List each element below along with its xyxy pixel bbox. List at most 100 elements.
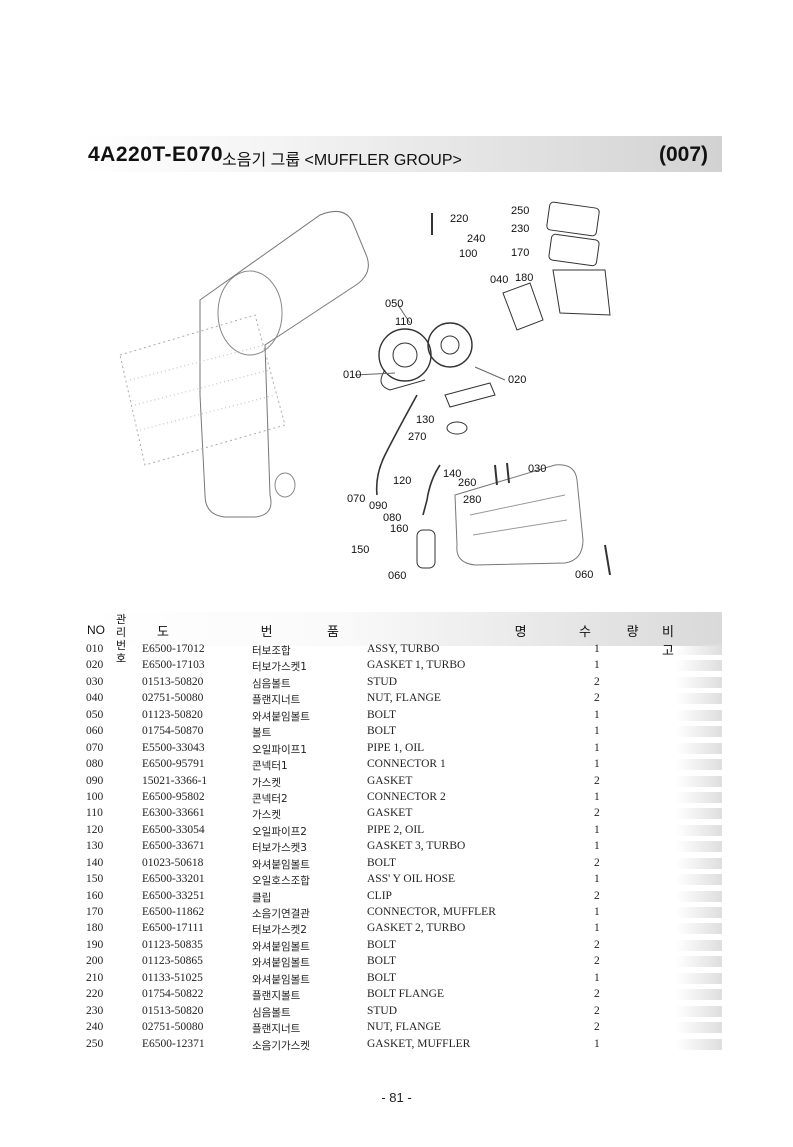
part-name-english: CLIP bbox=[367, 889, 392, 902]
diagram-label: 240 bbox=[467, 233, 485, 245]
row-number: 250 bbox=[86, 1037, 104, 1050]
part-name-english: BOLT bbox=[367, 971, 396, 984]
row-shading bbox=[676, 775, 722, 787]
diagram-label: 250 bbox=[511, 205, 529, 217]
column-header-quantity: 수 량 bbox=[579, 624, 655, 639]
part-name-english: NUT, FLANGE bbox=[367, 692, 441, 705]
diagram-label: 170 bbox=[511, 247, 529, 259]
part-name-korean: 오일파이프2 bbox=[252, 825, 307, 838]
part-name-english: BOLT bbox=[367, 708, 396, 721]
parts-table-header: NO 관리 번호 도 번 품 명 수 량 비 고 bbox=[82, 612, 722, 665]
part-number: E6500-95802 bbox=[142, 790, 205, 803]
quantity: 1 bbox=[594, 873, 600, 886]
quantity: 2 bbox=[594, 774, 600, 787]
quantity: 1 bbox=[594, 758, 600, 771]
part-number: 01023-50618 bbox=[142, 856, 204, 869]
part-name-korean: 클립 bbox=[252, 891, 272, 904]
part-name-english: CONNECTOR 1 bbox=[367, 758, 446, 771]
part-number: 02751-50080 bbox=[142, 692, 204, 705]
part-number: E6500-17103 bbox=[142, 659, 205, 672]
quantity: 1 bbox=[594, 1037, 600, 1050]
part-name-english: PIPE 1, OIL bbox=[367, 741, 425, 754]
diagram-label: 260 bbox=[458, 477, 476, 489]
part-name-english: GASKET, MUFFLER bbox=[367, 1037, 471, 1050]
diagram-label: 180 bbox=[515, 272, 533, 284]
part-number: E5500-33043 bbox=[142, 741, 205, 754]
part-name-korean: 터보조합 bbox=[252, 645, 291, 657]
row-number: 100 bbox=[86, 790, 104, 803]
diagram-label: 160 bbox=[390, 523, 408, 535]
diagram-label: 140 bbox=[443, 468, 461, 480]
quantity: 1 bbox=[594, 922, 600, 935]
quantity: 1 bbox=[594, 725, 600, 738]
part-name-korean: 플랜지너트 bbox=[252, 1023, 301, 1036]
part-number: 01513-50820 bbox=[142, 1004, 204, 1017]
row-number: 150 bbox=[86, 873, 104, 886]
section-header: 4A220T-E070 소음기 그룹 <MUFFLER GROUP> (007) bbox=[82, 136, 722, 172]
quantity: 2 bbox=[594, 938, 600, 951]
diagram-label: 070 bbox=[347, 493, 365, 505]
diagram-label: 010 bbox=[343, 369, 361, 381]
diagram-label: 060 bbox=[575, 569, 593, 581]
row-shading bbox=[676, 972, 722, 984]
diagram-label: 280 bbox=[463, 494, 481, 506]
diagram-label: 120 bbox=[393, 475, 411, 487]
diagram-label: 110 bbox=[395, 316, 413, 328]
part-name-english: GASKET bbox=[367, 774, 413, 787]
row-shading bbox=[676, 1005, 722, 1017]
quantity: 2 bbox=[594, 889, 600, 902]
row-number: 080 bbox=[86, 758, 104, 771]
column-header-part-name: 품 명 bbox=[327, 624, 613, 639]
diagram-label: 080 bbox=[383, 512, 401, 524]
part-name-english: ASSY, TURBO bbox=[367, 643, 440, 655]
row-number: 200 bbox=[86, 955, 104, 968]
diagram-label: 100 bbox=[459, 248, 477, 260]
quantity: 1 bbox=[594, 708, 600, 721]
row-number: 070 bbox=[86, 741, 104, 754]
quantity: 1 bbox=[594, 971, 600, 984]
quantity: 2 bbox=[594, 955, 600, 968]
diagram-label: 050 bbox=[385, 298, 403, 310]
diagram-label: 150 bbox=[351, 544, 369, 556]
part-name-english: BOLT bbox=[367, 725, 396, 738]
group-code: 4A220T-E070 bbox=[88, 143, 224, 166]
part-name-korean: 소음기가스켓 bbox=[252, 1039, 310, 1052]
row-shading bbox=[676, 660, 722, 672]
row-shading bbox=[676, 874, 722, 886]
part-number: 01133-51025 bbox=[142, 971, 203, 984]
part-name-korean: 볼트 bbox=[252, 727, 272, 740]
row-shading bbox=[676, 726, 722, 738]
part-number: 01754-50822 bbox=[142, 988, 204, 1001]
quantity: 1 bbox=[594, 643, 600, 655]
diagram-label: 220 bbox=[450, 213, 468, 225]
group-page-code: (007) bbox=[658, 143, 708, 166]
quantity: 1 bbox=[594, 906, 600, 918]
row-shading bbox=[676, 742, 722, 754]
part-name-korean: 가스켓 bbox=[252, 776, 281, 789]
quantity: 1 bbox=[594, 790, 600, 803]
part-name-korean: 가스켓 bbox=[252, 809, 281, 822]
part-name-english: GASKET 1, TURBO bbox=[367, 659, 466, 672]
part-number: E6300-33661 bbox=[142, 807, 205, 820]
diagram-label: 040 bbox=[490, 274, 508, 286]
part-name-english: STUD bbox=[367, 1004, 398, 1017]
row-number: 040 bbox=[86, 692, 104, 705]
diagram-label: 230 bbox=[511, 223, 529, 235]
row-shading bbox=[676, 759, 722, 771]
row-number: 230 bbox=[86, 1004, 104, 1017]
row-number: 120 bbox=[86, 823, 104, 836]
row-number: 140 bbox=[86, 856, 104, 869]
quantity: 2 bbox=[594, 692, 600, 705]
